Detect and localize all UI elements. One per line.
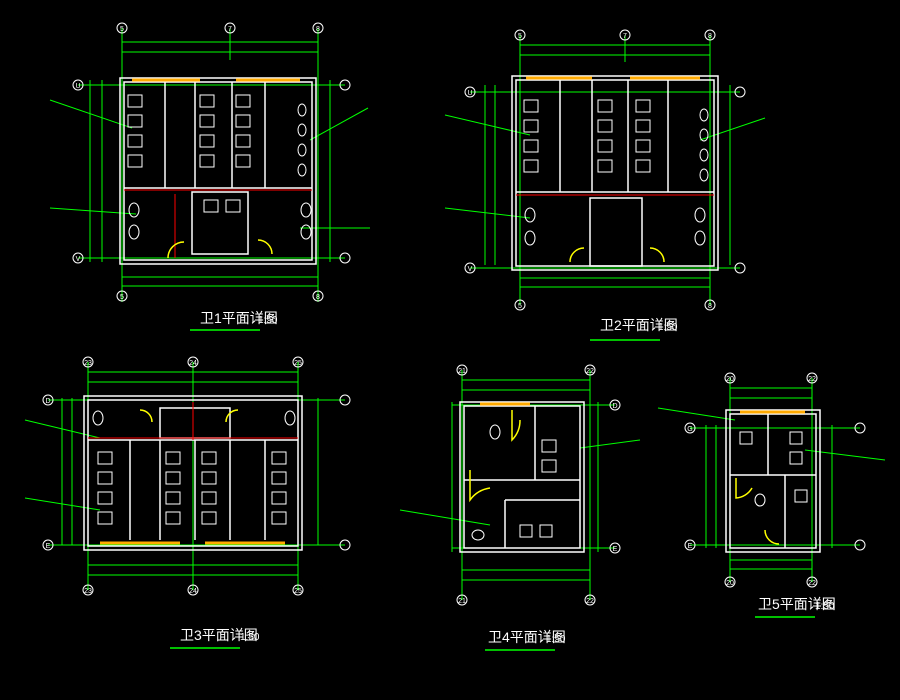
plan-1-axis-side-b: V xyxy=(76,256,81,263)
plan-5-axis-top-b: 22 xyxy=(808,376,816,383)
plan-3-axis-top-b: 24 xyxy=(189,360,197,367)
plan-5-axis-labels: 20 22 20 22 G E xyxy=(687,376,816,587)
plan-1 xyxy=(49,22,370,331)
plan-1-axis-labels: 5 7 8 5 8 U V xyxy=(75,26,320,301)
plan-3-axis-bottom-a: 23 xyxy=(84,588,92,595)
plan-4-axis-side-a: D xyxy=(612,403,617,410)
plan-5-axis-side-a: G xyxy=(687,426,692,433)
plan-5-title: 卫5平面详图 xyxy=(758,596,836,612)
plan-2-axis-side-b: V xyxy=(468,266,473,273)
plan-5-axis-side-b: E xyxy=(688,543,693,550)
plan-3-axis-top-c: 25 xyxy=(294,360,302,367)
plan-1-axis-top-b: 7 xyxy=(228,26,232,33)
plan-4-scale: 1:50 xyxy=(546,634,566,645)
plan-3-axis-bottom-b: 24 xyxy=(189,588,197,595)
plan-5-scale: 1:50 xyxy=(815,601,835,612)
plan-3-axis-side-a: D xyxy=(45,398,50,405)
plan-2-axis-top-c: 8 xyxy=(708,33,712,40)
plan-3-title: 卫3平面详图 xyxy=(180,627,258,643)
plan-1-axis-top-a: 5 xyxy=(120,26,124,33)
plan-1-axis-bottom-b: 8 xyxy=(316,294,320,301)
plan-4-axis-labels: 21 22 21 22 D E xyxy=(458,368,618,605)
plan-4-axis-bottom-a: 21 xyxy=(458,598,466,605)
plan-4-title: 卫4平面详图 xyxy=(488,629,566,645)
plan-5-axis-bottom-a: 20 xyxy=(726,580,734,587)
plan-2 xyxy=(444,29,766,341)
plan-4-axis-top-b: 22 xyxy=(586,368,594,375)
plan-4-axis-side-b: E xyxy=(613,546,618,553)
plan-2-title: 卫2平面详图 xyxy=(600,317,678,333)
plan-1-scale: 1:50 xyxy=(258,315,278,326)
plan-3-axis-labels: 23 24 25 23 24 25 D E xyxy=(45,360,302,595)
plan-4-axis-bottom-b: 22 xyxy=(586,598,594,605)
plan-2-axis-bottom-a: 5 xyxy=(518,303,522,310)
plan-3-scale: 1:50 xyxy=(240,632,260,643)
plan-5 xyxy=(657,372,886,618)
plan-4-axis-top-a: 21 xyxy=(458,368,466,375)
plan-3-axis-top-a: 23 xyxy=(84,360,92,367)
plan-3-axis-bottom-c: 25 xyxy=(294,588,302,595)
plan-1-title: 卫1平面详图 xyxy=(200,310,278,326)
plan-3 xyxy=(24,356,351,649)
plan-2-axis-side-a: U xyxy=(467,90,472,97)
plan-2-axis-top-a: 5 xyxy=(518,33,522,40)
plan-2-axis-labels: 5 7 8 5 8 U V xyxy=(467,33,712,310)
plan-2-scale: 1:50 xyxy=(658,322,678,333)
plan-1-axis-top-c: 8 xyxy=(316,26,320,33)
plan-2-axis-bottom-b: 8 xyxy=(708,303,712,310)
plan-4 xyxy=(399,364,641,651)
plan-1-axis-bottom-a: 5 xyxy=(120,294,124,301)
plan-1-axis-side-a: U xyxy=(75,83,80,90)
plan-2-axis-top-b: 7 xyxy=(623,33,627,40)
plan-5-axis-top-a: 20 xyxy=(726,376,734,383)
plan-5-axis-bottom-b: 22 xyxy=(808,580,816,587)
plan-3-axis-side-b: E xyxy=(46,543,51,550)
